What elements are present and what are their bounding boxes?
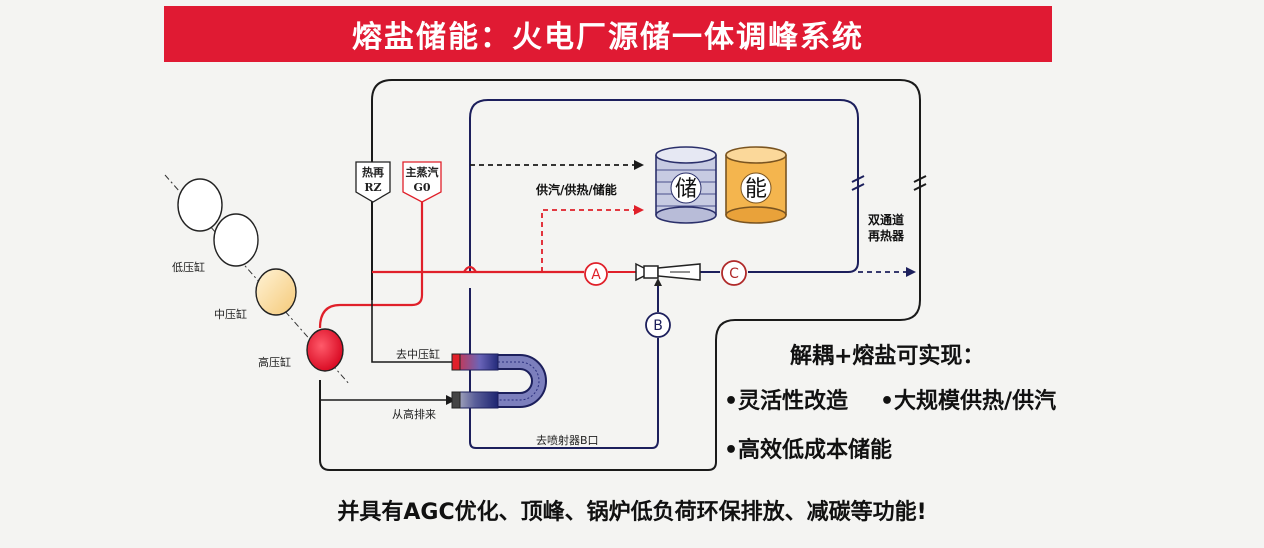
heat-exchanger <box>451 353 547 409</box>
black-arrow-head <box>634 160 644 170</box>
rz-tag-top: 热再 <box>362 165 384 179</box>
g0-tag-top: 主蒸汽 <box>406 165 439 179</box>
high-pressure-cylinder <box>306 328 344 372</box>
node-c-label: C <box>729 266 739 282</box>
ejector-valve <box>635 262 701 286</box>
footer-text: 并具有AGC优化、顶峰、锅炉低负荷环保排放、减碳等功能! <box>337 500 927 525</box>
benefit-item-1: •灵活性改造 <box>724 389 849 414</box>
g0-tag <box>402 161 442 203</box>
navy-arrow-head <box>906 267 916 277</box>
red-arrow-head <box>634 205 644 215</box>
page-title: 熔盐储能：火电厂源储一体调峰系统 <box>352 20 864 55</box>
tank-right-label: 能 <box>745 177 767 202</box>
navy-inner-loop <box>469 99 859 273</box>
benefit-item-3: •高效低成本储能 <box>724 438 893 463</box>
benefit-item-2: •大规模供热/供汽 <box>880 389 1057 414</box>
high-pressure-label: 高压缸 <box>258 355 291 369</box>
g0-tag-bottom: G0 <box>413 181 430 194</box>
to-mid-label: 去中压缸 <box>396 347 440 361</box>
storage-tank-left <box>655 146 717 224</box>
low-pressure-cylinder-2 <box>213 213 259 267</box>
red-dashed-branch <box>541 209 634 272</box>
node-b <box>645 312 671 338</box>
reheater-label-1: 双通道 <box>868 212 904 227</box>
supply-label: 供汽/供热/储能 <box>535 182 617 197</box>
to-spray-label: 去喷射器B口 <box>536 433 599 447</box>
line-hop <box>463 265 477 273</box>
rz-tag <box>355 161 391 203</box>
outer-black-loop <box>319 79 921 471</box>
to-mid-line <box>371 300 452 363</box>
red-main-steam-line <box>318 196 424 329</box>
low-pressure-label: 低压缸 <box>172 260 205 274</box>
rz-tag-bottom: RZ <box>364 181 381 194</box>
node-a-label: A <box>591 267 601 283</box>
break-mark-outer <box>913 175 927 191</box>
break-mark-inner <box>851 175 865 191</box>
from-high-label: 从高排来 <box>392 407 436 421</box>
low-pressure-cylinder-1 <box>177 178 223 232</box>
navy-bottom-spray <box>469 338 659 449</box>
benefits-title: 解耦+熔盐可实现： <box>790 344 985 369</box>
node-a <box>584 262 608 286</box>
mid-pressure-cylinder <box>255 268 297 316</box>
mid-pressure-label: 中压缸 <box>214 307 247 321</box>
storage-tank-right <box>725 146 787 224</box>
tank-left-label: 储 <box>675 177 697 202</box>
node-c <box>721 260 747 286</box>
title-banner: 熔盐储能：火电厂源储一体调峰系统 <box>164 6 1052 62</box>
reheater-label-2: 再热器 <box>868 228 905 243</box>
node-b-label: B <box>653 318 663 334</box>
from-high-arrow <box>446 395 456 405</box>
